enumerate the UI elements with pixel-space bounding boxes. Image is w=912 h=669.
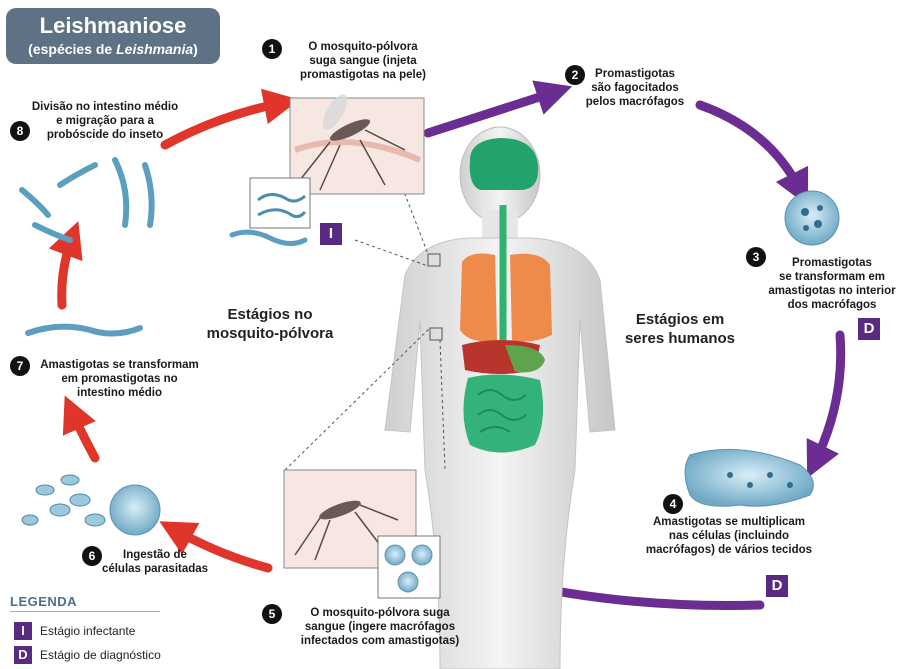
- human-stages-label: Estágios em seres humanos: [610, 310, 750, 348]
- step-5-number: 5: [262, 604, 282, 624]
- tissue-cell-step4: [685, 449, 813, 506]
- legend-divider: [10, 611, 160, 612]
- subtitle-prefix: (espécies de: [28, 41, 116, 57]
- intestines: [463, 374, 543, 452]
- step-7-number: 7: [10, 356, 30, 376]
- lung-left: [460, 254, 497, 342]
- page-title: Leishmaniose: [6, 13, 220, 39]
- lung-right: [510, 254, 552, 342]
- promastigotes-step8: [22, 160, 152, 240]
- title-box: Leishmaniose (espécies de Leishmania): [6, 8, 220, 64]
- macrophage-step3: [785, 191, 839, 245]
- step-6-text: Ingestão de células parasitadas: [100, 548, 210, 576]
- diagnostic-stage-badge-4: D: [766, 575, 788, 597]
- arrow-1-to-2: [428, 92, 555, 133]
- legend-diagnostic-badge: D: [14, 646, 32, 664]
- step-4-number: 4: [663, 494, 683, 514]
- step-3-text: Promastigotas se transformam em amastigo…: [752, 256, 912, 312]
- legend-title: LEGENDA: [10, 594, 77, 609]
- step-4-text: Amastigotas se multiplicam nas células (…: [620, 515, 838, 557]
- parasite-step7: [28, 327, 140, 334]
- subtitle-suffix: ): [193, 41, 198, 57]
- arrow-2-to-3: [700, 105, 800, 190]
- step-5-text: O mosquito-pólvora suga sangue (ingere m…: [290, 606, 470, 648]
- promastigotes-step1: [232, 232, 305, 243]
- brain: [470, 138, 538, 190]
- step-1-text: O mosquito-pólvora suga sangue (injeta p…: [288, 40, 438, 82]
- mosquito-panel-top: [250, 91, 424, 228]
- diagnostic-stage-badge-3: D: [858, 318, 880, 340]
- legend-infective-label: Estágio infectante: [40, 624, 135, 638]
- arrow-6-to-7: [72, 412, 95, 458]
- step-6-number: 6: [82, 546, 102, 566]
- step-2-text: Promastigotas são fagocitados pelos macr…: [580, 67, 690, 109]
- page-subtitle: (espécies de Leishmania): [6, 41, 220, 57]
- step-8-text: Divisão no intestino médio e migração pa…: [20, 100, 190, 142]
- step-1-number: 1: [262, 39, 282, 59]
- mosquito-panel-bottom: [284, 470, 440, 598]
- subtitle-genus: Leishmania: [116, 41, 193, 57]
- parasitized-cells-step6: [22, 475, 160, 535]
- step-7-text: Amastigotas se transformam em promastigo…: [32, 358, 207, 400]
- infective-stage-badge: I: [320, 223, 342, 245]
- arrow-7-to-8: [62, 238, 72, 305]
- legend-diagnostic-label: Estágio de diagnóstico: [40, 648, 161, 662]
- arrow-3-to-4: [815, 335, 841, 462]
- legend-infective-badge: I: [14, 622, 32, 640]
- mosquito-stages-label: Estágios no mosquito-pólvora: [185, 305, 355, 343]
